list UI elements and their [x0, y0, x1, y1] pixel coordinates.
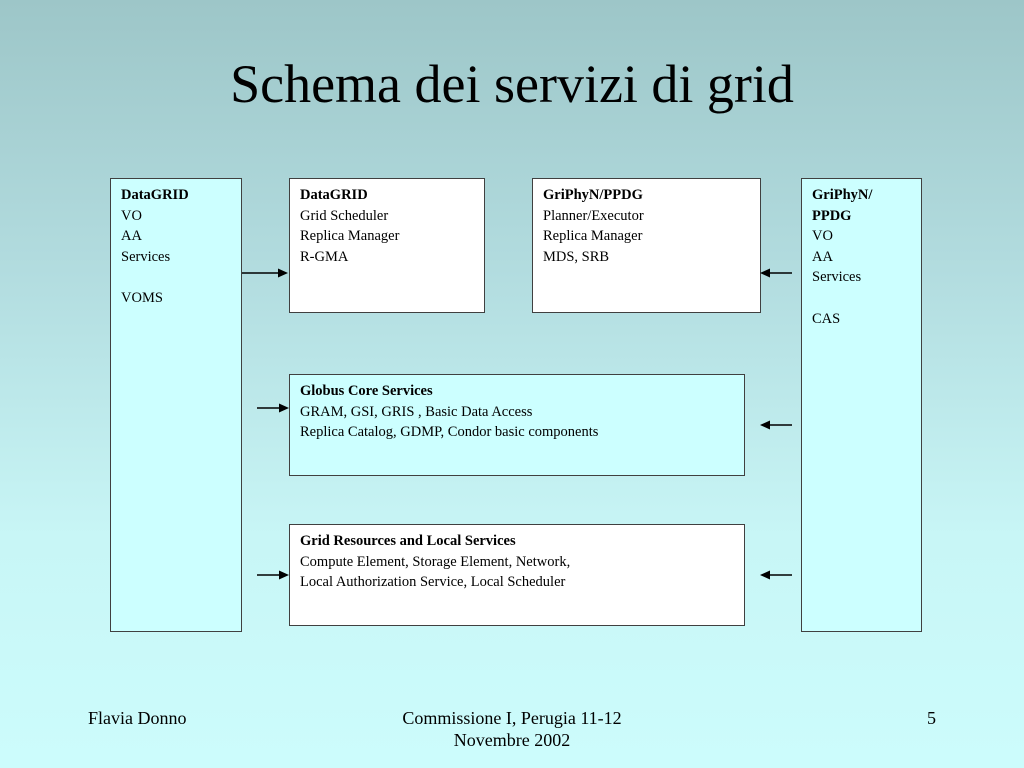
box-line: Services: [812, 269, 862, 286]
box-line: Compute Element, Storage Element, Networ…: [300, 553, 571, 570]
box-line: Grid Scheduler: [300, 207, 389, 224]
griphyn-vo-box: GriPhyN/ PPDG VO AA Services CAS: [801, 178, 922, 632]
box-line: VO: [121, 207, 142, 224]
box-line: Planner/Executor: [543, 207, 644, 224]
box-heading: GriPhyN/PPDG: [543, 187, 643, 203]
box-line: GRAM, GSI, GRIS , Basic Data Access: [300, 403, 533, 420]
box-line: Services: [121, 248, 171, 265]
box-heading: GriPhyN/: [812, 187, 873, 203]
box-line: VO: [812, 228, 833, 245]
box-heading: DataGRID: [300, 187, 368, 203]
footer-event-line: Commissione I, Perugia 11-12: [402, 708, 622, 728]
griphyn-services-box: GriPhyN/PPDG Planner/Executor Replica Ma…: [532, 178, 761, 313]
datagrid-vo-box: DataGRID VO AA Services VOMS: [110, 178, 242, 632]
box-heading: Grid Resources and Local Services: [300, 533, 516, 549]
box-line: Replica Manager: [543, 228, 643, 245]
box-line: Replica Catalog, GDMP, Condor basic comp…: [300, 424, 599, 441]
box-line: R-GMA: [300, 248, 349, 265]
slide-title: Schema dei servizi di grid: [230, 54, 794, 114]
arrow-left-icon: [760, 268, 792, 278]
grid-resources-box: Grid Resources and Local Services Comput…: [289, 524, 745, 626]
box-line: CAS: [812, 310, 841, 327]
footer-author: Flavia Donno: [88, 708, 187, 728]
box-line: VOMS: [121, 289, 163, 306]
box-line: Replica Manager: [300, 228, 400, 245]
box-line: Local Authorization Service, Local Sched…: [300, 574, 566, 591]
page-number: 5: [927, 708, 936, 728]
box-heading: PPDG: [812, 207, 852, 224]
arrow-right-icon: [242, 268, 288, 278]
box-heading: Globus Core Services: [300, 383, 433, 399]
box-spacer: [121, 267, 231, 288]
box-line: AA: [812, 248, 833, 265]
box-line: MDS, SRB: [543, 248, 610, 265]
box-line: AA: [121, 228, 142, 245]
footer-event-line: Novembre 2002: [453, 730, 571, 750]
box-heading: DataGRID: [121, 187, 189, 203]
globus-core-services-box: Globus Core Services GRAM, GSI, GRIS , B…: [289, 374, 745, 476]
datagrid-services-box: DataGRID Grid Scheduler Replica Manager …: [289, 178, 485, 313]
arrow-left-icon: [760, 570, 792, 580]
arrow-right-icon: [257, 403, 289, 413]
box-spacer: [812, 288, 911, 309]
arrow-left-icon: [760, 420, 792, 430]
arrow-right-icon: [257, 570, 289, 580]
footer-event: Commissione I, Perugia 11-12 Novembre 20…: [362, 707, 662, 751]
